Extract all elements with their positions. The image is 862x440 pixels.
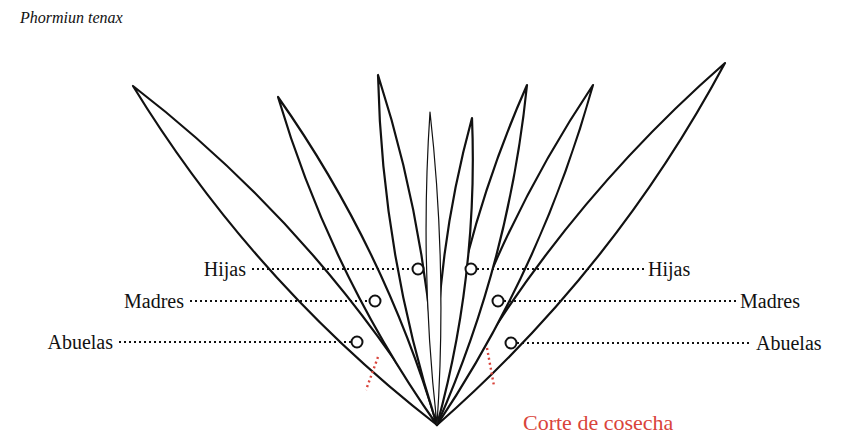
leaf-label: Madres	[122, 290, 186, 312]
species-title: Phormiun tenax	[20, 9, 123, 27]
cut-line	[487, 348, 494, 386]
marker-circle	[413, 264, 424, 275]
cut-label: Corte de cosecha	[521, 411, 675, 435]
leader-line	[119, 341, 351, 343]
leaf-label: Hijas	[202, 258, 248, 280]
leader-line	[517, 342, 752, 344]
leaf-label: Madres	[738, 290, 802, 312]
marker-circle	[466, 264, 477, 275]
marker-circle	[370, 296, 381, 307]
marker-circle	[352, 337, 363, 348]
leaf	[437, 63, 725, 425]
leaf	[437, 85, 527, 425]
leaf	[426, 112, 441, 425]
marker-circle	[506, 338, 517, 349]
leader-line	[190, 300, 369, 302]
cut-line	[366, 357, 378, 390]
leaf-label: Abuelas	[45, 331, 115, 353]
marker-circle	[493, 296, 504, 307]
leaf-label: Hijas	[646, 258, 692, 280]
leader-line	[477, 268, 644, 270]
leaf	[437, 63, 725, 425]
leaf	[437, 85, 593, 425]
leader-line	[504, 300, 736, 302]
leaf-label: Abuelas	[754, 332, 824, 354]
leader-line	[252, 268, 412, 270]
